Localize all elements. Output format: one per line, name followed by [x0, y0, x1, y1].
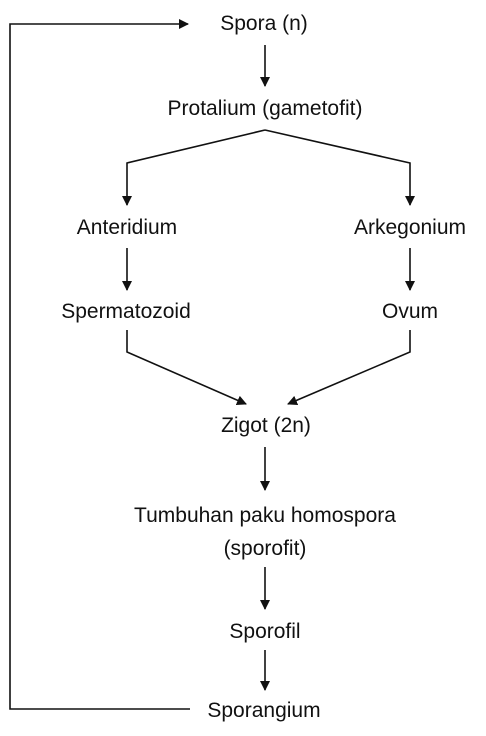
arrow-spermatozoid-to-zigot	[126, 330, 247, 405]
node-tumbuhan-paku-line2: (sporofit)	[224, 537, 307, 560]
node-ovum: Ovum	[382, 300, 438, 323]
node-protalium: Protalium (gametofit)	[168, 97, 363, 120]
node-arkegonium: Arkegonium	[354, 216, 466, 239]
node-tumbuhan-paku-line1: Tumbuhan paku homospora	[134, 504, 396, 527]
node-sporangium: Sporangium	[207, 699, 320, 722]
node-sporofil: Sporofil	[229, 620, 300, 643]
arrow-sporangium-back-to-spora	[9, 19, 190, 710]
node-spora: Spora (n)	[220, 12, 308, 35]
arrow-ovum-to-zigot	[287, 330, 411, 406]
node-zigot: Zigot (2n)	[221, 414, 311, 437]
arrow-protalium-to-anteridium	[122, 129, 266, 206]
node-anteridium: Anteridium	[77, 216, 177, 239]
node-spermatozoid: Spermatozoid	[61, 300, 191, 323]
arrow-protalium-to-arkegonium	[264, 129, 415, 206]
